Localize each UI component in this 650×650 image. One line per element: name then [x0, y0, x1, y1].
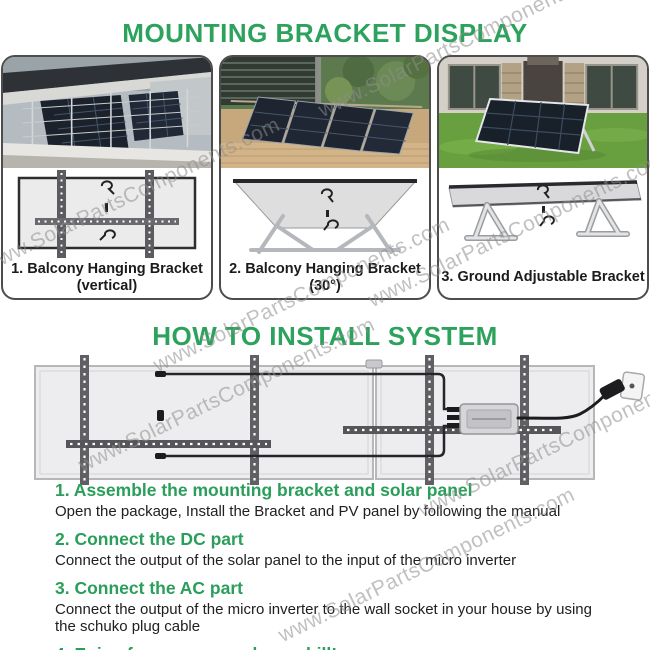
install-steps: 1. Assemble the mounting bracket and sol…	[55, 480, 603, 650]
ac-plug-cable	[516, 371, 646, 420]
ground-bracket-photo	[439, 57, 647, 168]
bracket-card-vertical: 1. Balcony Hanging Bracket (vertical)	[1, 55, 213, 300]
step-1: 1. Assemble the mounting bracket and sol…	[55, 480, 603, 520]
install-section-title: HOW TO INSTALL SYSTEM	[152, 321, 498, 351]
ground-bracket-diagram	[439, 168, 647, 260]
step-heading: 4. Enjoy free energy and save bill!	[55, 644, 603, 650]
step-heading: 3. Connect the AC part	[55, 578, 243, 598]
caption-line-1: 3. Ground Adjustable Bracket	[441, 269, 645, 286]
vertical-bracket-diagram	[3, 168, 211, 260]
caption-line-1: 2. Balcony Hanging Bracket	[229, 260, 421, 277]
caption-line-1: 1. Balcony Hanging Bracket	[11, 260, 203, 277]
step-body: Open the package, Install the Bracket an…	[55, 503, 561, 520]
bracket-caption-ground: 3. Ground Adjustable Bracket	[439, 260, 647, 296]
bracket-card-30deg: 2. Balcony Hanging Bracket (30°)	[219, 55, 431, 300]
step-body: Connect the output of the solar panel to…	[55, 552, 517, 569]
step-heading: 2. Connect the DC part	[55, 529, 244, 549]
balcony-vertical-photo	[3, 57, 211, 168]
install-wiring-diagram	[28, 352, 648, 488]
step-3: 3. Connect the AC part Connect the outpu…	[55, 578, 603, 635]
dc-cables	[163, 372, 450, 458]
micro-inverter	[459, 403, 519, 435]
bracket-caption-vertical: 1. Balcony Hanging Bracket (vertical)	[3, 260, 211, 296]
bracket-30deg-diagram	[221, 168, 429, 260]
caption-line-2: (30°)	[309, 278, 341, 294]
bracket-caption-30deg: 2. Balcony Hanging Bracket (30°)	[221, 260, 429, 296]
caption-line-2: (vertical)	[76, 278, 138, 294]
step-4: 4. Enjoy free energy and save bill!	[55, 644, 603, 650]
bracket-card-ground: 3. Ground Adjustable Bracket	[437, 55, 649, 300]
step-2: 2. Connect the DC part Connect the outpu…	[55, 529, 603, 569]
balcony-30deg-photo	[221, 57, 429, 168]
step-body: Connect the output of the micro inverter…	[55, 601, 592, 635]
display-section-title: MOUNTING BRACKET DISPLAY	[122, 18, 528, 48]
step-heading: 1. Assemble the mounting bracket and sol…	[55, 480, 473, 500]
mounting-rails	[66, 355, 561, 485]
